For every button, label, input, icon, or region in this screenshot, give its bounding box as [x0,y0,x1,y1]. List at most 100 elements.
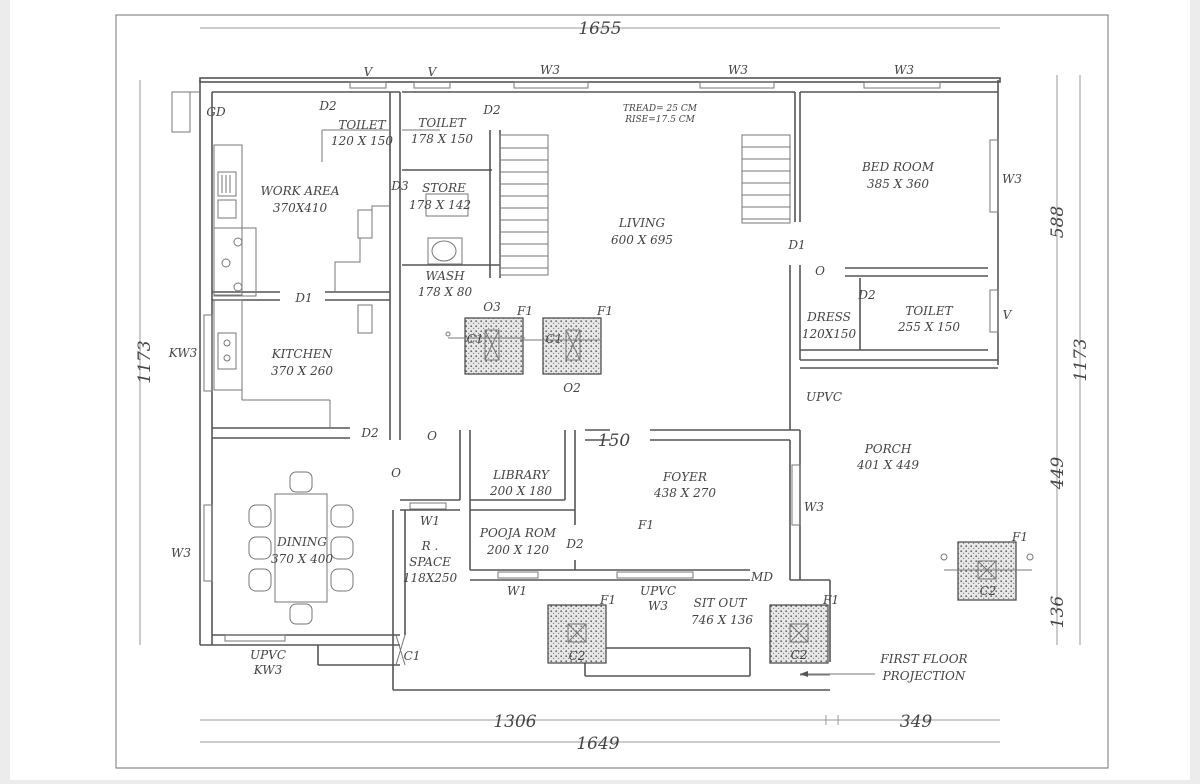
foyer-size: 438 X 270 [653,486,716,500]
columns [464,317,1017,664]
dining-chair [330,568,354,592]
label-w3-dining: W3 [171,546,191,560]
label-o-hall: O [427,429,437,443]
label-w3-3: W3 [894,63,914,77]
store-fixtures [334,193,469,334]
label-span-150: 150 [598,431,631,451]
label-d1-living: D1 [787,238,805,252]
toilet1-size: 120 X 150 [331,134,393,148]
label-w3-bed: W3 [1002,172,1022,186]
column-markers [445,329,1034,643]
label-o-living: O [815,264,825,278]
dining-name: DINING [276,535,327,549]
work-area-name: WORK AREA [260,184,339,198]
label-d1-kitchen: D1 [294,291,312,305]
label-upvc-kw: UPVC [250,648,286,662]
dining-chair [330,504,354,528]
dim-right-lower: 136 [1048,596,1068,629]
label-v-toilet: V [1003,308,1013,322]
label-f1-e: F1 [1011,530,1028,544]
store-size: 178 X 142 [409,198,471,212]
label-f1-d: F1 [822,593,839,607]
dining-chair [248,536,272,560]
rspace-name2: SPACE [409,555,451,569]
dining-chair [289,603,313,625]
label-f1-b: F1 [596,304,613,318]
dining-chair [248,504,272,528]
label-w1-a: W1 [420,514,440,528]
label-d3: D3 [390,179,409,193]
label-kw3-b: KW3 [253,663,283,677]
foyer-name: FOYER [662,470,707,484]
dim-bottom-total: 1649 [576,734,619,754]
rspace-size: 118X250 [403,571,458,585]
toilet2-name: TOILET [418,116,466,130]
annotation-leader [800,671,875,677]
sitout-name: SIT OUT [694,596,748,610]
label-c1-b: C1 [546,332,563,346]
label-v-1: V [364,65,374,79]
windows [203,81,999,676]
label-d2-kitchen: D2 [360,426,378,440]
label-w3-porch: W3 [804,500,824,514]
room-labels: GD D2 V V W3 W3 W3 D2 TOILET 120 X 150 T… [168,63,1028,683]
label-w1-b: W1 [507,584,527,598]
label-c2-a: C2 [569,649,586,663]
label-d2-a: D2 [318,99,336,113]
dining-chair [289,471,313,493]
toilet2-size: 178 X 150 [411,132,473,146]
living-size: 600 X 695 [611,233,673,247]
wash-size: 178 X 80 [418,285,473,299]
label-d2-dress: D2 [857,288,875,302]
sitout-size: 746 X 136 [691,613,753,627]
toilet3-name: TOILET [905,304,953,318]
toilet1-name: TOILET [338,118,386,132]
dim-bottom-right: 349 [900,712,933,732]
annotation-line1: FIRST FLOOR [879,652,967,666]
dress-size: 120X150 [802,327,857,341]
porch-size: 401 X 449 [856,458,919,472]
wash-name: WASH [425,269,465,283]
kitchen-name: KITCHEN [271,347,333,361]
label-upvc-sitout: UPVC [640,584,676,598]
dim-right-upper: 588 [1048,206,1068,239]
label-md: MD [750,570,773,584]
label-o3: O3 [483,300,501,314]
label-f1-c: F1 [599,593,616,607]
label-f1-foyer: F1 [637,518,654,532]
library-name: LIBRARY [492,468,550,482]
dim-right-total: 1173 [1071,338,1091,381]
dimension-lines [139,27,1081,743]
dim-bottom-left: 1306 [493,712,536,732]
kitchen-size: 370 X 260 [271,364,333,378]
stair-rise: RISE=17.5 CM [624,115,695,125]
label-d2-pooja: D2 [565,537,583,551]
label-o2: O2 [563,381,580,395]
pooja-size: 200 X 120 [486,543,549,557]
label-w3-1: W3 [540,63,560,77]
dim-top: 1655 [578,19,621,39]
dining-table [248,471,354,625]
label-w3-2: W3 [728,63,748,77]
label-o-dining: O [391,466,401,480]
label-c1-c: C1 [404,649,421,663]
library-size: 200 X 180 [489,484,552,498]
living-name: LIVING [618,216,666,230]
dim-left: 1173 [135,340,155,383]
toilet-walls [321,129,440,162]
label-v-2: V [428,65,438,79]
porch-name: PORCH [864,442,912,456]
dining-chair [330,536,354,560]
dining-chair [248,568,272,592]
label-d2-b: D2 [482,103,500,117]
stair-tread: TREAD= 25 CM [623,104,698,114]
label-gd: GD [206,105,226,119]
rspace-name: R . [421,539,439,553]
dining-size: 370 X 400 [271,552,333,566]
dress-name: DRESS [806,310,851,324]
toilet3-size: 255 X 150 [897,320,960,334]
store-name: STORE [422,181,466,195]
label-kw3: KW3 [168,346,198,360]
